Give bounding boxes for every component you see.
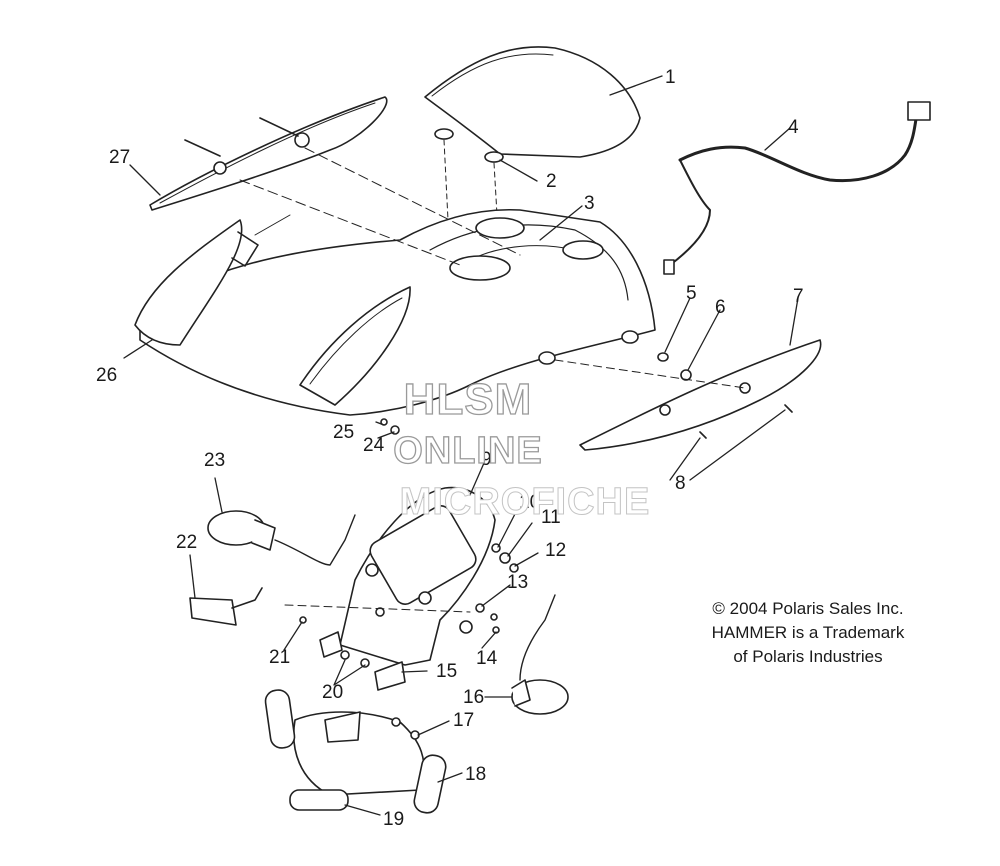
callout-8: 8 — [675, 473, 686, 494]
copyright-line-1: © 2004 Polaris Sales Inc. — [712, 599, 904, 618]
callout-6: 6 — [715, 297, 726, 318]
callout-13: 13 — [507, 572, 529, 593]
parts-17-19-plate-bracket — [264, 689, 447, 814]
callout-24: 24 — [363, 435, 385, 456]
callout-1: 1 — [665, 67, 676, 88]
callout-18: 18 — [465, 764, 487, 785]
callout-14: 14 — [476, 648, 498, 669]
part-23-turn-signal — [207, 510, 356, 566]
watermark-line-2: ONLINE — [393, 430, 543, 472]
callout-3: 3 — [584, 193, 595, 214]
callout-25: 25 — [333, 422, 355, 443]
callout-10: 10 — [519, 492, 541, 513]
callout-21: 21 — [269, 647, 291, 668]
callout-5: 5 — [686, 283, 697, 304]
part-5-6-fasteners — [538, 330, 692, 381]
callout-19: 19 — [383, 809, 405, 830]
callout-11: 11 — [541, 507, 561, 528]
callout-7: 7 — [793, 286, 804, 307]
callout-9: 9 — [481, 449, 492, 470]
part-22-tail-light — [189, 587, 263, 626]
callout-leader-lines — [123, 75, 799, 816]
callout-15: 15 — [436, 661, 458, 682]
part-1-seat-pad — [424, 46, 641, 158]
part-9-tail-bracket — [339, 486, 496, 666]
part-26-left-fender — [134, 214, 291, 346]
part-3-hood-body — [139, 208, 656, 416]
watermark-line-1: HLSM — [403, 375, 533, 424]
callout-4: 4 — [788, 117, 799, 138]
callout-12: 12 — [545, 540, 567, 561]
copyright-line-3: of Polaris Industries — [733, 647, 883, 666]
callout-27: 27 — [109, 147, 131, 168]
callout-22: 22 — [176, 532, 198, 553]
part-16-turn-signal — [511, 594, 569, 715]
part-7-right-panel — [554, 339, 822, 451]
callout-23: 23 — [204, 450, 226, 471]
callout-20: 20 — [322, 682, 344, 703]
callout-16: 16 — [463, 687, 485, 708]
callout-17: 17 — [453, 710, 475, 731]
copyright-notice: © 2004 Polaris Sales Inc. HAMMER is a Tr… — [688, 597, 928, 669]
part-27-left-panel — [149, 96, 521, 266]
part-4-wire-harness — [663, 101, 931, 275]
callout-2: 2 — [546, 171, 557, 192]
copyright-line-2: HAMMER is a Trademark — [711, 623, 905, 642]
callout-26: 26 — [96, 365, 118, 386]
watermark-line-3: MICROFICHE — [399, 481, 651, 523]
parts-15-20-21 — [284, 604, 471, 691]
